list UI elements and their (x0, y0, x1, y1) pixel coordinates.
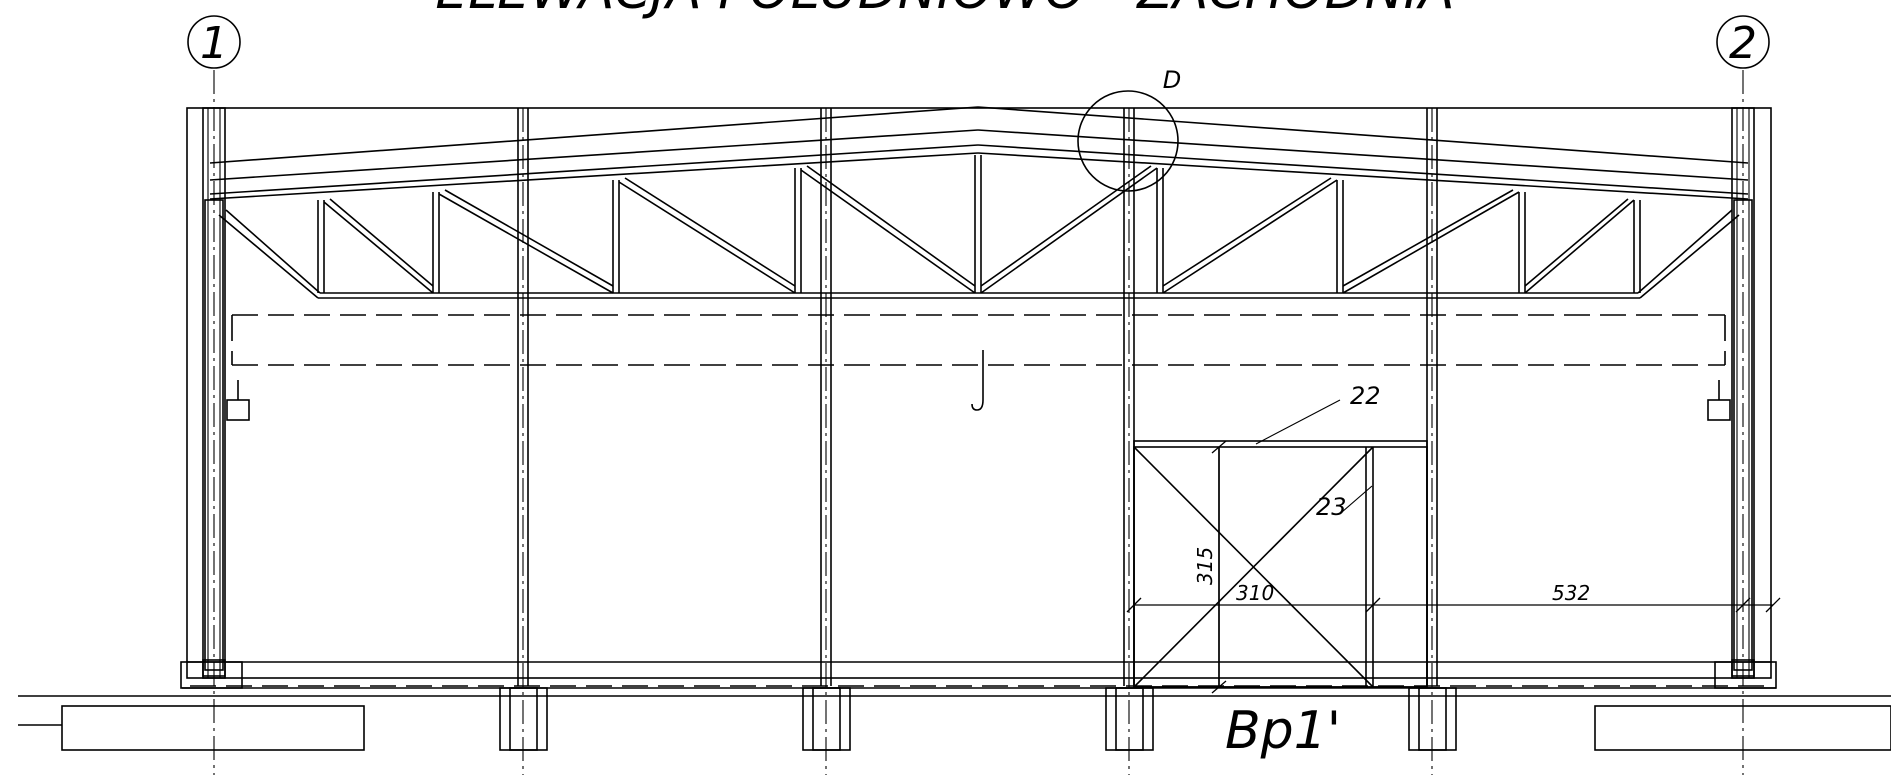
dim-door-width: 310 (1236, 581, 1274, 605)
footing-label: Bp1' (1225, 701, 1341, 761)
drawing-title: ELEWACJA POŁUDNIOWO - ZACHODNIA (435, 0, 1454, 21)
roof (209, 106, 1749, 200)
ground-line (18, 695, 1891, 726)
axis-label-1: 1 (200, 18, 228, 69)
footings: Bp1' (61, 687, 1891, 761)
axis-label-2: 2 (1729, 18, 1757, 69)
tag-23: 23 (1316, 485, 1373, 521)
axis-marker-2: 2 (1716, 15, 1770, 69)
tag-23-label: 23 (1316, 493, 1347, 521)
detail-marker-d: D (1077, 66, 1181, 192)
building-outline (182, 107, 1776, 689)
dimensions: 315 310 532 (1126, 440, 1781, 694)
tag-22-label: 22 (1350, 382, 1381, 410)
roof-truss (218, 155, 1740, 299)
wind-posts (517, 108, 1438, 775)
tag-22: 22 (1255, 382, 1381, 445)
dim-right-span: 532 (1552, 581, 1590, 605)
column-left (180, 107, 243, 689)
column-right (1714, 107, 1777, 689)
door (1133, 440, 1428, 688)
axis-marker-1: 1 (187, 15, 241, 69)
detail-label: D (1163, 66, 1181, 94)
dim-door-height: 315 (1193, 547, 1217, 585)
crane-beam (226, 314, 1731, 421)
